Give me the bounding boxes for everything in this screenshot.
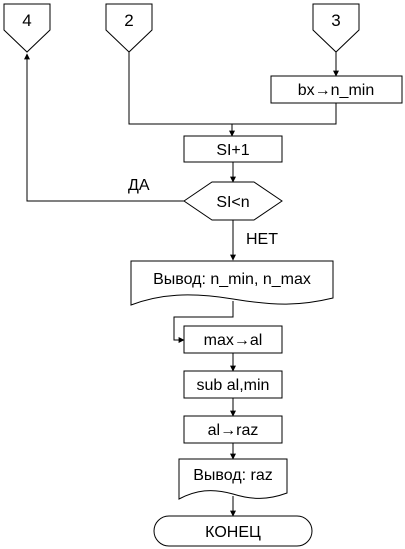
terminator-end: КОНЕЦ — [153, 515, 313, 547]
process-si-plus-1: SI+1 — [183, 135, 283, 163]
branch-no-label: НЕТ — [246, 231, 278, 248]
line-output-to-max — [173, 301, 234, 343]
process-sub-al-min: sub al,min — [183, 370, 283, 399]
connector-4-label: 4 — [22, 11, 31, 30]
process-bx-to-nmin: bx→n_min — [270, 75, 403, 104]
process-max-to-al-label: max→al — [204, 332, 263, 349]
process-al-to-raz-label: al→raz — [208, 422, 259, 439]
process-al-to-raz: al→raz — [183, 415, 283, 444]
output-raz: Вывод: raz — [178, 458, 288, 500]
process-bx-to-nmin-label: bx→n_min — [298, 82, 374, 99]
process-max-to-al: max→al — [183, 325, 283, 354]
process-sub-al-min-label: sub al,min — [197, 377, 270, 394]
decision-si-lt-n: SI<n — [183, 181, 283, 221]
connector-2-label: 2 — [124, 11, 133, 30]
output-nmin-nmax-label: Вывод: n_min, n_max — [153, 271, 311, 288]
connector-2: 2 — [105, 3, 153, 53]
connector-3: 3 — [312, 3, 360, 53]
output-raz-label: Вывод: raz — [193, 467, 273, 484]
terminator-end-label: КОНЕЦ — [205, 524, 261, 541]
output-nmin-nmax: Вывод: n_min, n_max — [130, 260, 334, 306]
branch-yes-label: ДА — [128, 177, 150, 194]
decision-si-lt-n-label: SI<n — [216, 194, 249, 211]
connector-4: 4 — [3, 3, 51, 53]
connector-3-label: 3 — [331, 11, 340, 30]
line-yes-to-connector-4 — [24, 53, 184, 202]
process-si-plus-1-label: SI+1 — [216, 142, 249, 159]
